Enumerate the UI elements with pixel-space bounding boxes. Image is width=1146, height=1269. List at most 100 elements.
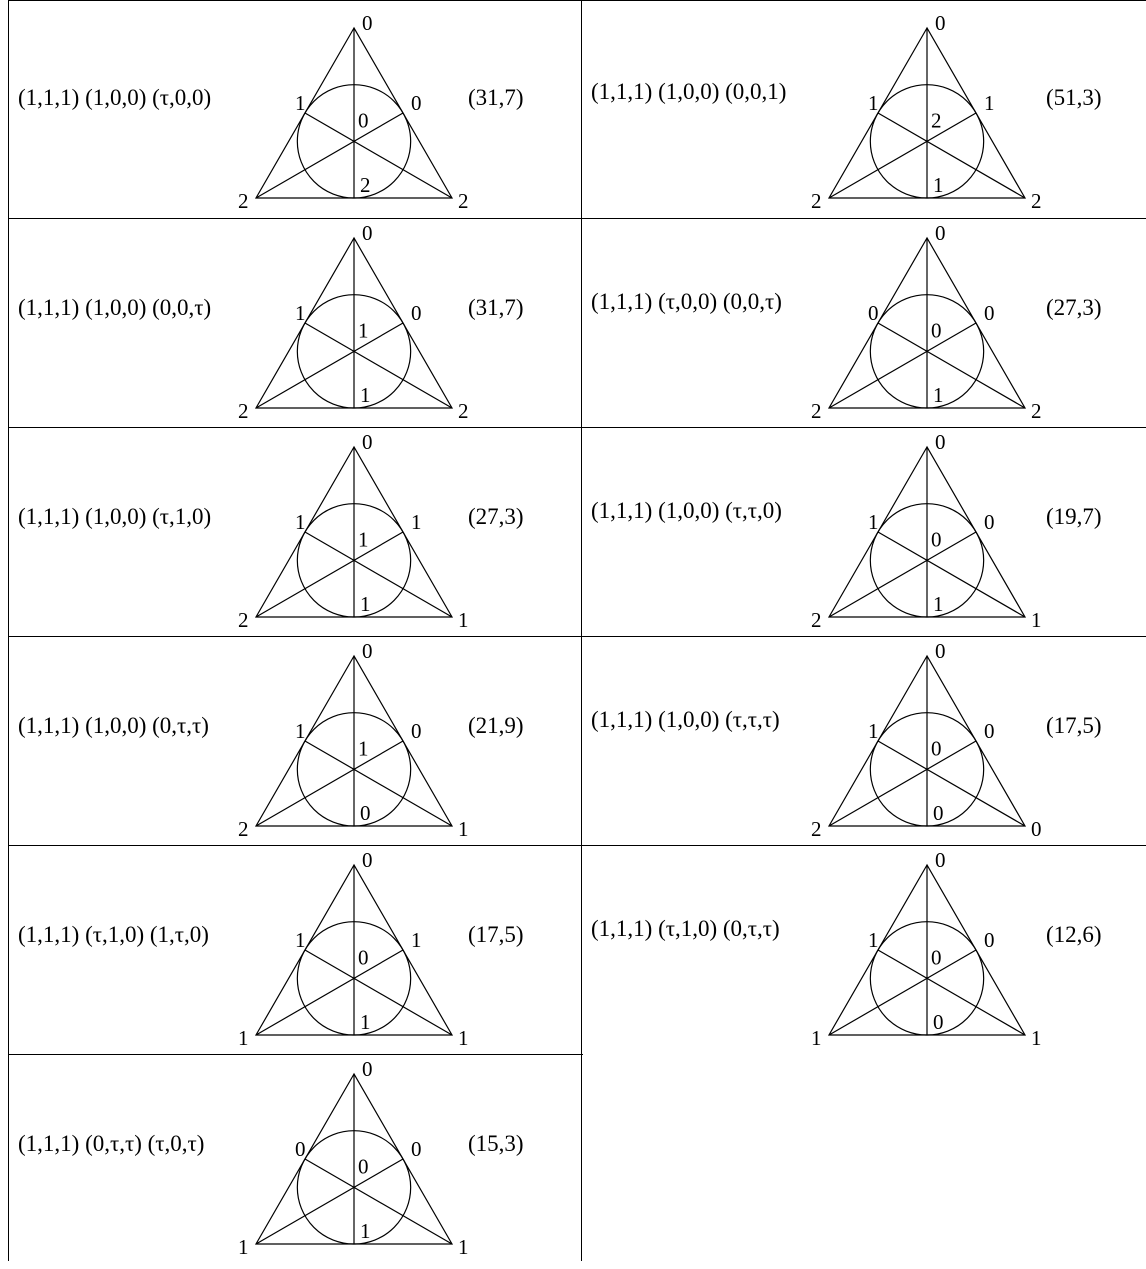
point-label-edge-left: 1 bbox=[295, 510, 306, 534]
table-row-divider bbox=[8, 427, 1146, 428]
point-triple-label: (1,1,1) (1,0,0) (τ,τ,τ) bbox=[591, 707, 780, 732]
point-label-bottom-left: 2 bbox=[238, 817, 249, 841]
point-label-edge-right: 0 bbox=[984, 301, 995, 325]
point-label-inner-lower: 1 bbox=[360, 1010, 371, 1034]
median-line bbox=[255, 949, 404, 1036]
point-label-edge-left: 1 bbox=[295, 719, 306, 743]
median-line bbox=[304, 1158, 453, 1245]
median-line bbox=[877, 949, 1026, 1036]
point-triple-label: (1,1,1) (0,τ,τ) (τ,0,τ) bbox=[18, 1131, 205, 1156]
code-parameters-label: (15,3) bbox=[468, 1131, 524, 1156]
point-label-bottom-right: 0 bbox=[1031, 817, 1042, 841]
point-label-inner-lower: 1 bbox=[360, 1219, 371, 1243]
point-label-inner-upper: 1 bbox=[358, 527, 369, 551]
point-label-inner-upper: 1 bbox=[358, 736, 369, 760]
point-label-inner-upper: 0 bbox=[931, 318, 942, 342]
point-label-inner-upper: 0 bbox=[931, 527, 942, 551]
point-label-edge-right: 0 bbox=[411, 1137, 422, 1161]
code-parameters-label: (17,5) bbox=[468, 922, 524, 947]
point-label-inner-upper: 0 bbox=[358, 945, 369, 969]
point-label-edge-right: 0 bbox=[984, 719, 995, 743]
median-line bbox=[304, 949, 453, 1036]
median-line bbox=[877, 531, 1026, 618]
median-line bbox=[828, 531, 977, 618]
code-parameters-label: (31,7) bbox=[468, 295, 524, 320]
table-row-divider bbox=[8, 218, 1146, 219]
point-label-inner-lower: 2 bbox=[360, 173, 371, 197]
inscribed-circle bbox=[869, 84, 985, 199]
point-label-bottom-left: 2 bbox=[238, 189, 249, 213]
table-top-border bbox=[8, 0, 1146, 1]
point-label-top: 0 bbox=[362, 11, 373, 35]
median-line bbox=[877, 112, 1026, 199]
point-label-top: 0 bbox=[362, 430, 373, 454]
median-line bbox=[255, 112, 404, 199]
code-parameters-label: (27,3) bbox=[468, 504, 524, 529]
inscribed-circle bbox=[296, 503, 412, 618]
point-label-top: 0 bbox=[935, 430, 946, 454]
point-label-bottom-right: 2 bbox=[458, 189, 469, 213]
point-label-edge-right: 0 bbox=[984, 510, 995, 534]
point-label-edge-left: 1 bbox=[868, 928, 879, 952]
point-label-inner-lower: 1 bbox=[360, 383, 371, 407]
point-label-top: 0 bbox=[935, 848, 946, 872]
point-label-bottom-right: 2 bbox=[1031, 399, 1042, 423]
inscribed-circle bbox=[296, 84, 412, 199]
point-label-inner-lower: 1 bbox=[933, 592, 944, 616]
point-label-edge-right: 0 bbox=[411, 91, 422, 115]
point-triple-label: (1,1,1) (1,0,0) (τ,0,0) bbox=[18, 85, 212, 110]
median-line bbox=[828, 740, 977, 827]
inscribed-circle bbox=[296, 1130, 412, 1245]
inscribed-circle bbox=[869, 712, 985, 827]
point-label-inner-lower: 1 bbox=[933, 173, 944, 197]
fano-triangle-diagram: 0 2 1 1 0 0 1 bbox=[811, 430, 1042, 632]
table-row-divider bbox=[8, 1054, 583, 1055]
point-triple-label: (1,1,1) (τ,0,0) (0,0,τ) bbox=[591, 289, 782, 314]
median-line bbox=[304, 740, 453, 827]
median-line bbox=[255, 322, 404, 409]
point-label-inner-lower: 0 bbox=[933, 1010, 944, 1034]
point-label-edge-right: 1 bbox=[411, 928, 422, 952]
code-parameters-label: (31,7) bbox=[468, 85, 524, 110]
code-parameters-label: (51,3) bbox=[1046, 85, 1102, 110]
point-label-bottom-left: 2 bbox=[811, 608, 822, 632]
point-label-edge-left: 1 bbox=[868, 719, 879, 743]
point-label-edge-left: 1 bbox=[295, 301, 306, 325]
point-label-bottom-right: 1 bbox=[458, 1235, 469, 1259]
point-label-bottom-right: 1 bbox=[1031, 1026, 1042, 1050]
point-label-top: 0 bbox=[362, 848, 373, 872]
code-parameters-label: (21,9) bbox=[468, 713, 524, 738]
code-parameters-label: (12,6) bbox=[1046, 922, 1102, 947]
point-label-bottom-right: 1 bbox=[1031, 608, 1042, 632]
median-line bbox=[304, 322, 453, 409]
point-label-edge-left: 1 bbox=[868, 510, 879, 534]
median-line bbox=[877, 740, 1026, 827]
inscribed-circle bbox=[296, 712, 412, 827]
median-line bbox=[304, 112, 453, 199]
median-line bbox=[828, 322, 977, 409]
point-label-bottom-left: 2 bbox=[811, 189, 822, 213]
point-label-inner-upper: 2 bbox=[931, 108, 942, 132]
code-parameters-label: (27,3) bbox=[1046, 295, 1102, 320]
point-label-bottom-right: 2 bbox=[458, 399, 469, 423]
point-label-inner-upper: 0 bbox=[358, 108, 369, 132]
point-label-edge-right: 0 bbox=[411, 301, 422, 325]
point-label-inner-upper: 0 bbox=[358, 1154, 369, 1178]
table-row-divider bbox=[8, 845, 1146, 846]
point-label-bottom-right: 1 bbox=[458, 1026, 469, 1050]
code-parameters-label: (17,5) bbox=[1046, 713, 1102, 738]
point-label-top: 0 bbox=[362, 639, 373, 663]
inscribed-circle bbox=[296, 921, 412, 1036]
